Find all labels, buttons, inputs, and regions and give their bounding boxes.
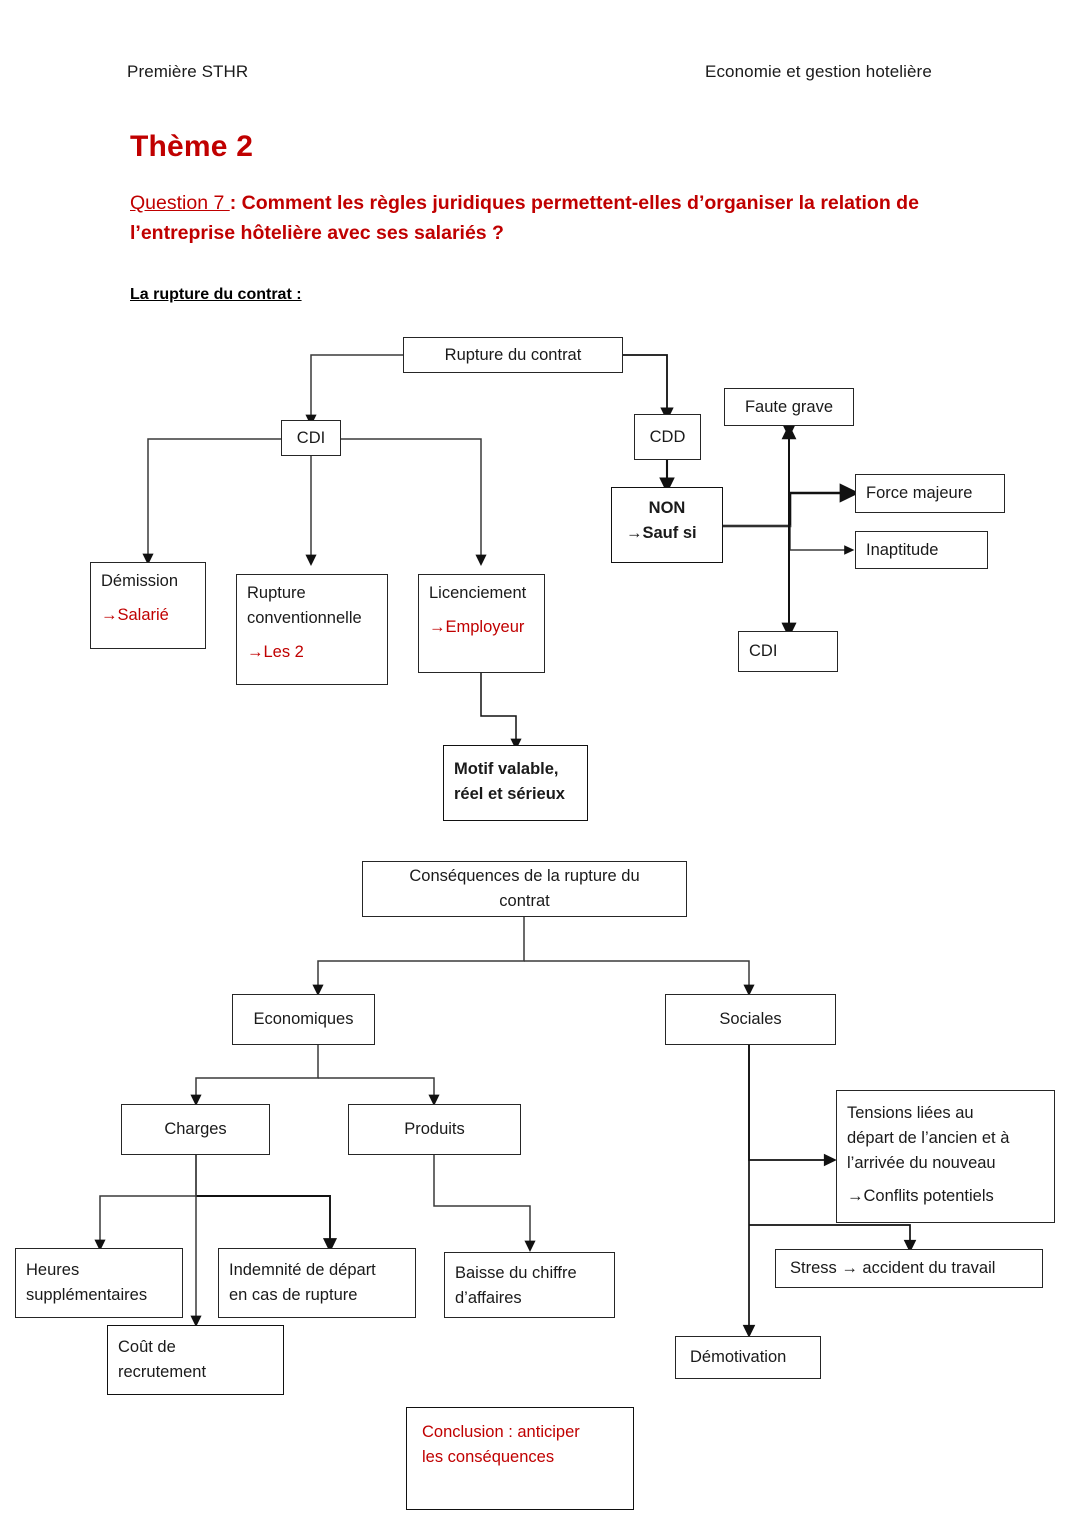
node-licenciement[interactable]: Licenciement →Employeur	[418, 574, 545, 673]
node-label: Economiques	[253, 1010, 354, 1029]
node-label: CDI	[296, 428, 326, 447]
header-right-subject: Economie et gestion hotelière	[705, 62, 932, 81]
node-tensions[interactable]: Tensions liées au départ de l’ancien et …	[836, 1090, 1055, 1223]
node-line1: Coût de	[118, 1338, 176, 1356]
node-line1: Tensions liées au	[847, 1104, 974, 1122]
node-heures-supplementaires[interactable]: Heures supplémentaires	[15, 1248, 183, 1318]
node-non-sauf-si[interactable]: NON →Sauf si	[611, 487, 723, 563]
node-title-line2: conventionnelle	[247, 608, 362, 627]
node-note: →Conflits potentiels	[847, 1187, 994, 1206]
node-line2: départ de l’ancien et à	[847, 1128, 1010, 1147]
node-cdi-bas[interactable]: CDI	[738, 631, 838, 672]
node-sociales[interactable]: Sociales	[665, 994, 836, 1045]
question-heading: Question 7 : Comment les règles juridiqu…	[130, 188, 930, 248]
node-faute-grave[interactable]: Faute grave	[724, 388, 854, 426]
question-text: Comment les règles juridiques permettent…	[130, 192, 919, 245]
node-inaptitude[interactable]: Inaptitude	[855, 531, 988, 569]
node-label: Inaptitude	[866, 540, 939, 559]
node-label: Force majeure	[866, 484, 973, 503]
node-label: CDI	[749, 642, 778, 661]
node-line2: recrutement	[118, 1362, 207, 1381]
node-rupture-conventionnelle[interactable]: Rupture conventionnelle →Les 2	[236, 574, 388, 685]
node-line2: d’affaires	[455, 1288, 522, 1307]
node-line2: →Sauf si	[626, 523, 697, 542]
node-label: Démotivation	[690, 1348, 787, 1367]
question-number: Question 7	[130, 192, 230, 214]
node-baisse-chiffre-affaires[interactable]: Baisse du chiffre d’affaires	[444, 1252, 615, 1318]
node-conclusion[interactable]: Conclusion : anticiper les conséquences	[406, 1407, 634, 1510]
node-label: CDD	[649, 427, 686, 446]
node-line1: NON	[648, 499, 686, 517]
node-label: Rupture du contrat	[444, 345, 582, 364]
section-label-rupture: La rupture du contrat :	[130, 286, 302, 303]
header-left-course: Première STHR	[127, 62, 249, 81]
node-line1: Conséquences de la rupture du	[409, 867, 640, 886]
node-force-majeure[interactable]: Force majeure	[855, 474, 1005, 513]
node-line3: l’arrivée du nouveau	[847, 1153, 996, 1172]
page-title: Thème 2	[130, 130, 254, 163]
node-line1: Motif valable,	[454, 760, 559, 778]
node-line1: Heures	[26, 1261, 80, 1279]
node-produits[interactable]: Produits	[348, 1104, 521, 1155]
node-economiques[interactable]: Economiques	[232, 994, 375, 1045]
node-title: Licenciement	[429, 584, 527, 602]
node-label: Charges	[164, 1120, 227, 1139]
node-demotivation[interactable]: Démotivation	[675, 1336, 821, 1379]
node-line2: supplémentaires	[26, 1285, 148, 1304]
node-label: Stress → accident du travail	[790, 1259, 996, 1278]
node-note: →Les 2	[247, 642, 304, 661]
conclusion-line1: Conclusion : anticiper	[422, 1423, 580, 1441]
conclusion-line2: les conséquences	[422, 1447, 555, 1466]
node-charges[interactable]: Charges	[121, 1104, 270, 1155]
question-separator: :	[229, 192, 242, 214]
node-line2: réel et sérieux	[454, 784, 565, 803]
node-cdd[interactable]: CDD	[634, 414, 701, 460]
node-indemnite-de-depart[interactable]: Indemnité de départ en cas de rupture	[218, 1248, 416, 1318]
node-note: →Employeur	[429, 617, 525, 636]
node-label: Produits	[404, 1120, 465, 1139]
node-stress-accident[interactable]: Stress → accident du travail	[775, 1249, 1043, 1288]
node-line2: contrat	[499, 892, 550, 910]
node-consequences[interactable]: Conséquences de la rupture du contrat	[362, 861, 687, 917]
node-rupture-du-contrat[interactable]: Rupture du contrat	[403, 337, 623, 373]
node-line1: Indemnité de départ	[229, 1261, 376, 1279]
node-cout-de-recrutement[interactable]: Coût de recrutement	[107, 1325, 284, 1395]
node-label: Sociales	[719, 1010, 782, 1029]
node-title: Démission	[101, 572, 179, 590]
node-note: →Salarié	[101, 605, 169, 624]
node-demission[interactable]: Démission →Salarié	[90, 562, 206, 649]
node-cdi[interactable]: CDI	[281, 420, 341, 456]
node-label: Faute grave	[744, 397, 834, 416]
node-line1: Baisse du chiffre	[455, 1264, 577, 1282]
node-motif-valable[interactable]: Motif valable, réel et sérieux	[443, 745, 588, 821]
node-line2: en cas de rupture	[229, 1285, 358, 1304]
node-title-line1: Rupture	[247, 584, 306, 602]
